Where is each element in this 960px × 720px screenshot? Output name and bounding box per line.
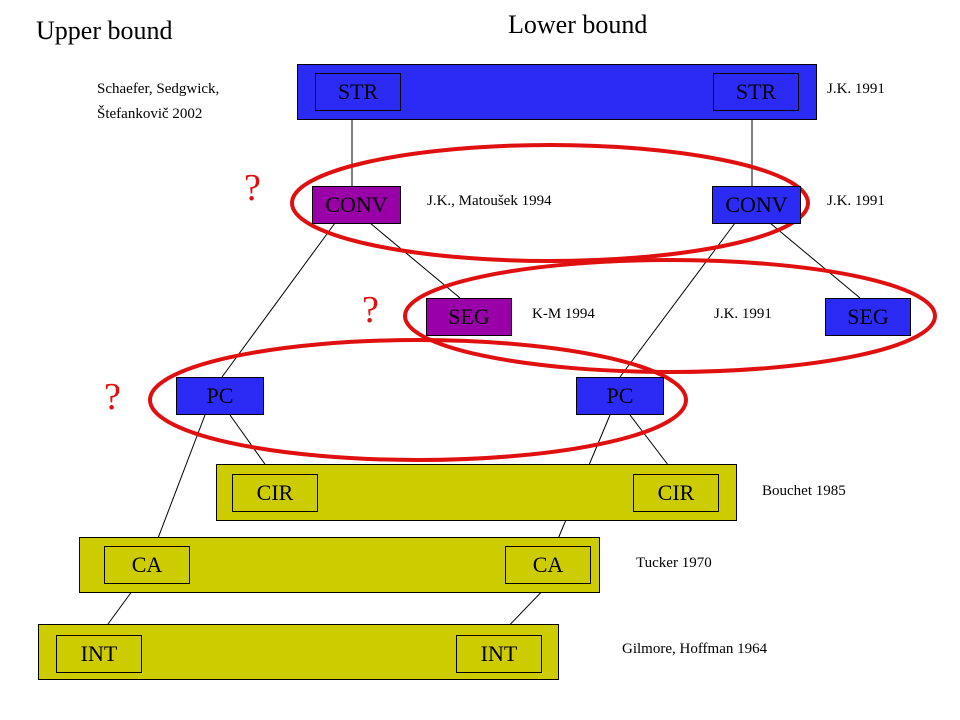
edge-pc-ca-left [154, 414, 206, 547]
question-mark-conv: ? [244, 167, 261, 209]
lower-bound-heading: Lower bound [508, 10, 648, 39]
citation-jk-matousek: J.K., Matoušek 1994 [427, 193, 552, 209]
citation-jk1991-str: J.K. 1991 [827, 81, 885, 97]
cir-right-node: CIR [633, 474, 719, 512]
int-left-node: INT [56, 635, 142, 673]
cir-left-node: CIR [232, 474, 318, 512]
citation-jk1991-conv: J.K. 1991 [827, 193, 885, 209]
seg-right-node: SEG [825, 298, 911, 336]
citation-gilmore: Gilmore, Hoffman 1964 [622, 641, 768, 657]
pc-right-node: PC [576, 377, 664, 415]
ca-left-node: CA [104, 546, 190, 584]
citation-tucker: Tucker 1970 [636, 555, 712, 571]
citation-bouchet: Bouchet 1985 [762, 483, 846, 499]
red-ellipse-pc [148, 338, 688, 462]
edge-conv-seg-right [769, 222, 861, 299]
question-mark-seg: ? [362, 289, 379, 331]
question-mark-pc: ? [104, 376, 121, 418]
edge-conv-pc-left [221, 222, 336, 378]
red-ellipse-seg [403, 258, 937, 374]
ca-right-node: CA [505, 546, 591, 584]
int-right-node: INT [456, 635, 542, 673]
pc-left-node: PC [176, 377, 264, 415]
upper-bound-heading: Upper bound [36, 16, 173, 45]
citation-km1994: K-M 1994 [532, 306, 595, 322]
citation-schaefer-line1: Schaefer, Sedgwick, [97, 81, 220, 97]
citation-schaefer-line2: Štefankovič 2002 [97, 106, 203, 122]
conv-right-node: CONV [712, 186, 801, 224]
red-ellipse-conv [290, 143, 810, 263]
str-left-node: STR [315, 73, 401, 111]
str-right-node: STR [713, 73, 799, 111]
conv-left-node: CONV [312, 186, 401, 224]
seg-left-node: SEG [426, 298, 512, 336]
citation-jk1991-seg: J.K. 1991 [714, 306, 772, 322]
